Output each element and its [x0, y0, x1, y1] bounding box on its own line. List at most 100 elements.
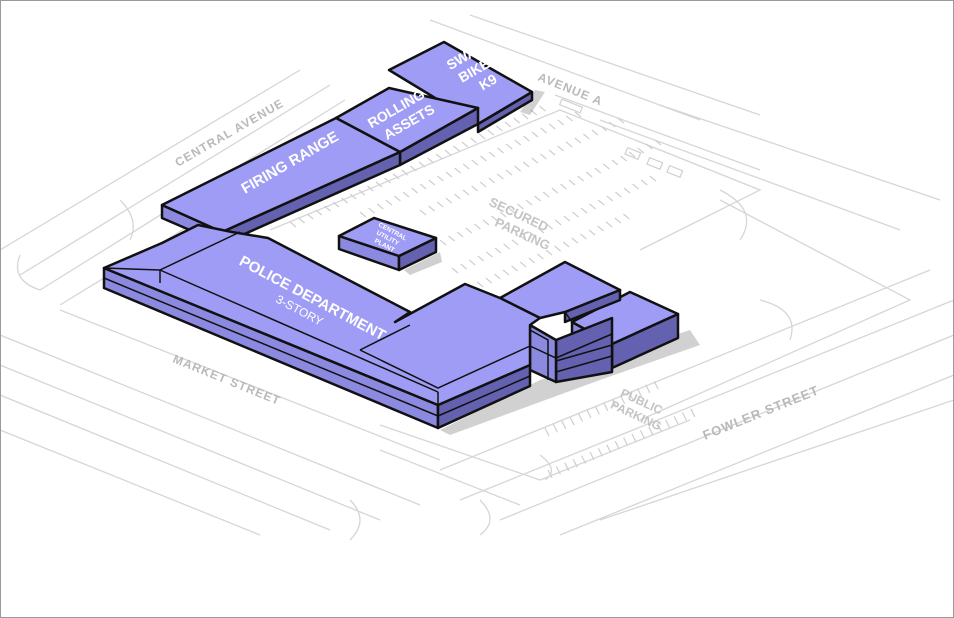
parking-stall-line: [454, 193, 461, 200]
parking-stall-line: [476, 281, 484, 288]
parking-stall-line: [537, 227, 545, 234]
parking-stall-line: [542, 191, 550, 198]
parking-stall-line: [632, 183, 639, 190]
parking-stall-line: [564, 462, 570, 472]
parking-stall-line: [606, 195, 614, 202]
parking-stall-line: [487, 129, 495, 136]
parking-stall-line: [557, 119, 565, 126]
parking-stall-line: [505, 169, 513, 176]
parking-stall-line: [606, 444, 612, 454]
parking-stall-line: [521, 113, 529, 120]
parking-stall-line: [552, 424, 558, 433]
parking-stall-line: [566, 115, 573, 122]
parking-stall-line: [615, 191, 622, 198]
parking-stall-line: [385, 199, 393, 206]
parking-stall-line: [540, 153, 547, 160]
parking-stall-line: [560, 183, 567, 190]
parking-stall-line: [454, 167, 461, 174]
parking-stall-line: [401, 169, 409, 176]
parking-stall-line: [511, 239, 519, 246]
parking-stall-line: [690, 408, 696, 418]
parking-stall-line: [614, 440, 620, 450]
parking-stall-line: [554, 245, 561, 252]
parking-stall-line: [448, 235, 455, 242]
parking-stall-line: [486, 251, 493, 258]
parking-stall-line: [631, 433, 637, 443]
parking-stall-line: [562, 241, 570, 248]
parking-stall-line: [482, 219, 490, 226]
parking-stall-line: [546, 223, 553, 230]
parking-stall-line: [572, 458, 578, 468]
parking-stall-line: [537, 253, 544, 260]
parking-stall-line: [513, 117, 520, 124]
parking-stall-line: [488, 177, 496, 184]
parking-stall-line: [568, 179, 576, 186]
parking-stall-line: [580, 233, 587, 240]
parking-stall-line: [514, 139, 522, 146]
parking-stall-line: [376, 203, 384, 210]
street-label-fowler-street: FOWLER STREET: [701, 382, 822, 442]
parking-stall-line: [402, 191, 410, 198]
parking-stall-line: [503, 243, 510, 250]
parking-stall-line: [460, 263, 467, 270]
parking-stall-line: [392, 173, 400, 180]
parking-stall-line: [585, 171, 593, 178]
parking-stall-line: [530, 109, 538, 116]
parking-stall-line: [505, 143, 513, 150]
parking-stall-line: [555, 466, 561, 475]
parking-stall-line: [468, 259, 476, 266]
parking-stall-line: [637, 147, 645, 154]
parking-stall-line: [315, 209, 323, 216]
building-swat-bike-k9: SWAT/ BIKE/ K9: [387, 37, 534, 134]
parking-stall-line: [617, 117, 625, 124]
parking-stall-line: [456, 231, 464, 238]
parking-stall-line: [597, 199, 605, 206]
parking-stall-line: [623, 437, 629, 446]
parking-stall-line: [437, 175, 444, 182]
parking-stall-line: [594, 167, 602, 174]
parking-stall-line: [478, 133, 486, 140]
parking-stall-line: [341, 197, 348, 204]
parking-stall-line: [394, 195, 401, 202]
parking-stall-line: [522, 161, 530, 168]
parking-stall-line: [597, 225, 604, 232]
parking-stall-line: [639, 430, 645, 439]
parking-stall-line: [605, 221, 613, 228]
parking-stall-line: [581, 455, 587, 464]
parking-stall-line: [594, 406, 600, 415]
parking-stall-line: [496, 125, 503, 132]
parking-stall-line: [410, 165, 417, 172]
parking-stall-line: [488, 151, 496, 158]
parking-stall-line: [563, 215, 571, 222]
parking-stall-line: [332, 201, 340, 208]
building-central-utility-plant: CENTRAL UTILITY PLANT: [337, 216, 438, 272]
parking-stall-line: [572, 211, 579, 218]
parking-stall-line: [368, 207, 375, 214]
parking-stall-line: [306, 213, 314, 220]
parking-stall-line: [534, 195, 541, 202]
parking-stall-line: [435, 153, 443, 160]
parking-stall-line: [665, 419, 671, 428]
parking-stall-line: [517, 203, 524, 210]
parking-stall-line: [548, 123, 556, 130]
parking-stall-line: [494, 247, 502, 254]
road-linework: [0, 14, 954, 541]
parking-stall-line: [583, 133, 590, 140]
parking-stall-line: [628, 151, 636, 158]
parking-stall-line: [673, 415, 679, 425]
parking-stall-line: [646, 143, 653, 150]
parking-stall-line: [551, 187, 559, 194]
parking-stall-line: [358, 189, 366, 196]
parking-stall-line: [648, 426, 654, 436]
parking-stall-line: [508, 207, 516, 214]
parking-stall-line: [511, 265, 518, 272]
parking-stall-line: [479, 181, 487, 188]
parking-stall-line: [623, 213, 630, 220]
parking-stall-line: [519, 261, 527, 268]
parking-stall-line: [470, 137, 477, 144]
parking-stall-line: [577, 175, 584, 182]
parking-stall-line: [418, 161, 426, 168]
parking-stall-line: [608, 121, 616, 128]
parking-stall-line: [654, 139, 662, 146]
